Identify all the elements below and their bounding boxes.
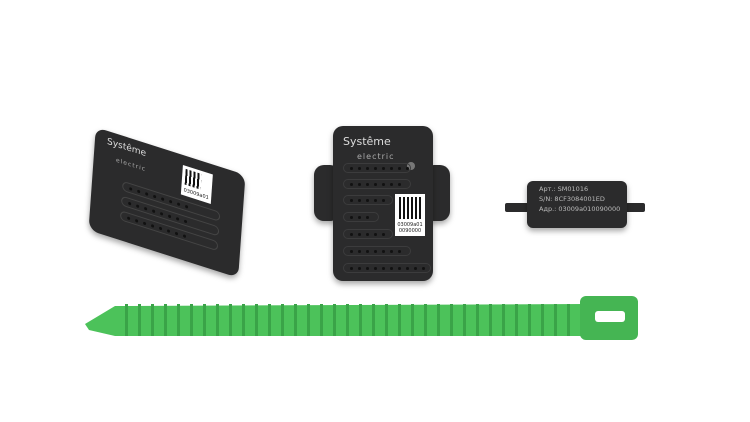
strap-rib — [138, 304, 141, 336]
strap-rib — [268, 304, 271, 336]
strap-rib — [151, 304, 154, 336]
strap-rib — [372, 304, 375, 336]
strap-rib — [229, 304, 232, 336]
strap-rib — [125, 304, 128, 336]
strap-ribs — [125, 304, 570, 336]
strap-rib — [385, 304, 388, 336]
strap-rib — [242, 304, 245, 336]
strap-rib — [255, 304, 258, 336]
tilted-device-brand: Systême — [106, 136, 147, 160]
strap-rib — [528, 304, 531, 336]
tilted-device-qr: 03009a01 — [180, 164, 213, 204]
strap-rib — [216, 304, 219, 336]
strap-rib — [502, 304, 505, 336]
strap-rib — [177, 304, 180, 336]
strap-rib — [450, 304, 453, 336]
strap-rib — [320, 304, 323, 336]
strap-rib — [437, 304, 440, 336]
strap-rib — [411, 304, 414, 336]
vent-row — [343, 246, 411, 256]
strap-rib — [424, 304, 427, 336]
strap-rib — [489, 304, 492, 336]
vent-row — [343, 163, 411, 173]
strap-rib — [203, 304, 206, 336]
main-device-brand-sub: electric — [357, 152, 395, 161]
main-device-brand: Systême — [343, 135, 391, 148]
sensor-module: Арт.: SM01016 S/N: 8CF3084001ED Адр.: 03… — [527, 181, 627, 228]
strap-rib — [398, 304, 401, 336]
qr-label-line1: 03009a01 — [397, 222, 423, 228]
qr-label-line2: 0090000 — [398, 228, 422, 234]
main-device-qr: 03009a01 0090000 — [395, 194, 425, 236]
strap-rib — [307, 304, 310, 336]
strap-rib — [554, 304, 557, 336]
strap-slot — [595, 311, 625, 322]
qr-code-icon — [184, 168, 202, 190]
qr-label: 03009a01 — [183, 187, 210, 202]
vent-row — [343, 212, 379, 222]
strap-rib — [541, 304, 544, 336]
strap-rib — [190, 304, 193, 336]
strap-rib — [463, 304, 466, 336]
strap-rib — [294, 304, 297, 336]
vent-row — [343, 179, 411, 189]
strap-rib — [476, 304, 479, 336]
cable-tie-strap — [85, 296, 638, 340]
strap-rib — [515, 304, 518, 336]
sensor-serial: S/N: 8CF3084001ED — [539, 195, 605, 203]
tilted-device: Systême electric 03009a01 — [88, 127, 246, 278]
main-device: Systême electric 03009a01 0090000 — [333, 126, 433, 281]
strap-rib — [346, 304, 349, 336]
tilted-device-brand-sub: electric — [115, 156, 147, 174]
sensor-address: Адр.: 03009a010090000 — [539, 205, 621, 213]
vent-row — [343, 195, 393, 205]
sensor-article: Арт.: SM01016 — [539, 185, 589, 193]
vent-row — [343, 263, 431, 273]
strap-rib — [567, 304, 570, 336]
qr-code-icon — [399, 197, 421, 219]
status-led — [407, 162, 415, 170]
strap-rib — [333, 304, 336, 336]
vent-row — [343, 229, 393, 239]
strap-rib — [281, 304, 284, 336]
strap-rib — [359, 304, 362, 336]
strap-rib — [164, 304, 167, 336]
